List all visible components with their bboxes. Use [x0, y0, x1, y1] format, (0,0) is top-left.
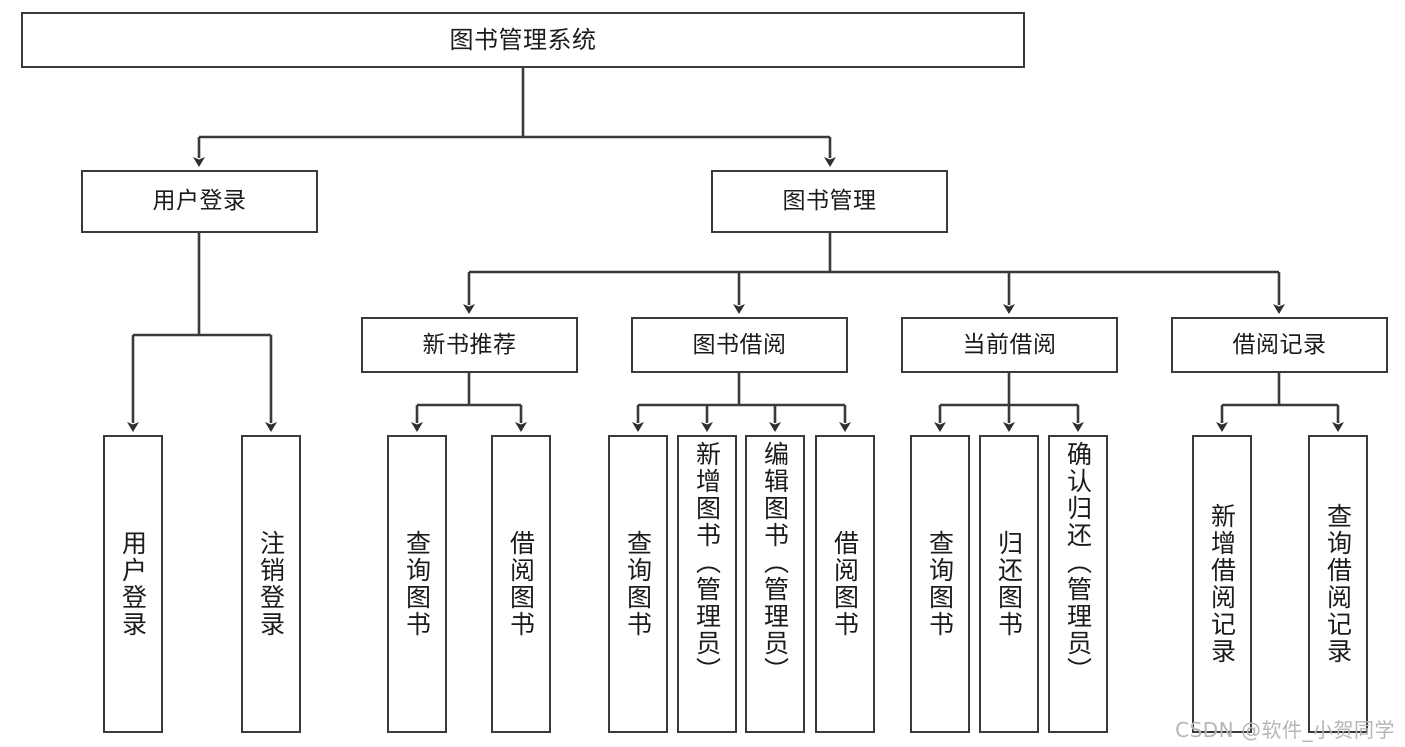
node-label: 图书借阅	[692, 331, 787, 358]
node-label: 确认归还（管理员）	[1063, 441, 1093, 684]
node-current-borrow[interactable]: 当前借阅	[901, 317, 1118, 373]
node-label: 用户登录	[118, 530, 148, 638]
leaf-query-book-current[interactable]: 查询图书	[910, 435, 970, 733]
leaf-edit-book-admin[interactable]: 编辑图书（管理员）	[745, 435, 805, 733]
watermark-text: CSDN @软件_小贺同学	[1175, 718, 1395, 742]
leaf-query-borrow-record[interactable]: 查询借阅记录	[1308, 435, 1368, 733]
node-label: 注销登录	[256, 530, 286, 638]
leaf-borrow-book[interactable]: 借阅图书	[815, 435, 875, 733]
node-label: 查询图书	[623, 530, 653, 638]
node-label: 查询图书	[925, 530, 955, 638]
node-label: 新增图书（管理员）	[692, 441, 722, 684]
node-book-management[interactable]: 图书管理	[711, 170, 948, 233]
node-label: 新增借阅记录	[1207, 503, 1237, 665]
leaf-borrow-book-recommend[interactable]: 借阅图书	[491, 435, 551, 733]
node-label: 归还图书	[994, 530, 1024, 638]
leaf-add-book-admin[interactable]: 新增图书（管理员）	[677, 435, 737, 733]
leaf-query-book-recommend[interactable]: 查询图书	[387, 435, 447, 733]
node-label: 编辑图书（管理员）	[760, 441, 790, 684]
node-label: 图书管理	[782, 188, 877, 215]
node-label: 查询图书	[402, 530, 432, 638]
leaf-add-borrow-record[interactable]: 新增借阅记录	[1192, 435, 1252, 733]
node-user-login[interactable]: 用户登录	[81, 170, 318, 233]
leaf-confirm-return-admin[interactable]: 确认归还（管理员）	[1048, 435, 1108, 733]
leaf-logout[interactable]: 注销登录	[241, 435, 301, 733]
node-book-borrow[interactable]: 图书借阅	[631, 317, 848, 373]
node-label: 借阅图书	[830, 530, 860, 638]
node-label: 当前借阅	[962, 331, 1057, 358]
node-label: 查询借阅记录	[1323, 503, 1353, 665]
node-label: 借阅图书	[506, 530, 536, 638]
node-new-book-recommend[interactable]: 新书推荐	[361, 317, 578, 373]
leaf-return-book[interactable]: 归还图书	[979, 435, 1039, 733]
node-label: 图书管理系统	[449, 26, 597, 54]
node-label: 新书推荐	[422, 331, 517, 358]
node-label: 借阅记录	[1232, 331, 1327, 358]
node-root-system[interactable]: 图书管理系统	[21, 12, 1025, 68]
leaf-user-login[interactable]: 用户登录	[103, 435, 163, 733]
node-label: 用户登录	[152, 188, 247, 215]
leaf-query-book-borrow[interactable]: 查询图书	[608, 435, 668, 733]
node-borrow-record[interactable]: 借阅记录	[1171, 317, 1388, 373]
